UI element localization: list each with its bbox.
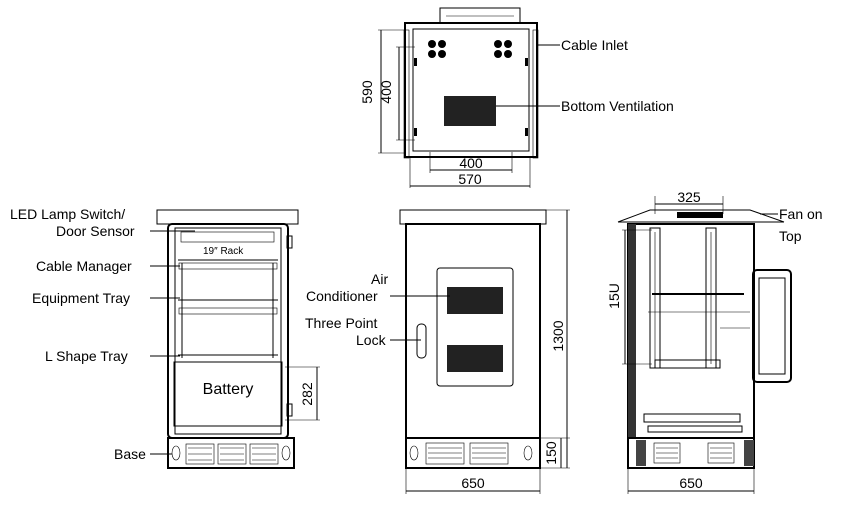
front-roof bbox=[156, 209, 299, 225]
side-width-dim: 650 bbox=[461, 475, 485, 491]
top-width-outer-dim: 570 bbox=[458, 171, 482, 187]
cable-manager-label: Cable Manager bbox=[36, 258, 132, 274]
side-view: 1300 150 650 Air Conditioner Three Point… bbox=[305, 209, 570, 494]
air-conditioner-grille-top bbox=[447, 287, 503, 314]
side-base-height-dim: 150 bbox=[543, 441, 559, 465]
front-view: 19″ Rack Battery 282 bbox=[10, 206, 320, 469]
bottom-ventilation-label: Bottom Ventilation bbox=[561, 98, 674, 114]
rear-width-dim: 650 bbox=[679, 475, 703, 491]
side-base-vents bbox=[409, 442, 533, 465]
door-sensor-label: Door Sensor bbox=[56, 223, 135, 239]
rack-units-dim: 15U bbox=[606, 283, 622, 309]
front-inner-frame bbox=[174, 227, 282, 435]
rack-label: 19″ Rack bbox=[203, 246, 244, 257]
bottom-ventilation-grid bbox=[444, 96, 496, 126]
rear-air-conditioner bbox=[752, 269, 792, 383]
top-depth-outer-dim: 590 bbox=[359, 80, 375, 104]
top-width-inner-dim: 400 bbox=[459, 155, 483, 171]
cable-inlet-label: Cable Inlet bbox=[561, 37, 628, 53]
battery-label: Battery bbox=[203, 381, 254, 398]
door-panel bbox=[436, 267, 514, 387]
top-view: 590 400 400 570 Cable Inlet Bottom Venti… bbox=[359, 7, 674, 188]
battery-height-dim: 282 bbox=[299, 382, 315, 406]
fan-width-dim: 325 bbox=[677, 189, 701, 205]
air-conditioner-grille-bottom bbox=[447, 345, 503, 372]
equipment-tray-label: Equipment Tray bbox=[32, 290, 130, 306]
rear-base-vents bbox=[653, 442, 735, 464]
battery-box bbox=[173, 361, 283, 427]
rear-roof bbox=[617, 209, 785, 223]
top-depth-inner-dim: 400 bbox=[378, 80, 394, 104]
air-conditioner-label-2: Conditioner bbox=[306, 288, 378, 304]
top-view-body bbox=[404, 22, 538, 158]
rear-left-wall bbox=[628, 224, 636, 438]
side-roof bbox=[399, 209, 547, 225]
fan-on-top-label-1: Fan on bbox=[779, 206, 823, 222]
l-shape-tray-label: L Shape Tray bbox=[45, 348, 128, 364]
top-view-rail-left bbox=[403, 29, 410, 159]
cable-inlet-holes bbox=[428, 40, 512, 58]
base-label: Base bbox=[114, 446, 146, 462]
fan-on-top-label-2: Top bbox=[779, 228, 802, 244]
three-point-lock-label-1: Three Point bbox=[305, 315, 377, 331]
top-view-inner bbox=[412, 28, 530, 152]
cable-manager bbox=[178, 262, 278, 270]
air-conditioner-label-1: Air bbox=[371, 271, 388, 287]
front-base bbox=[167, 437, 295, 469]
rear-body bbox=[627, 223, 755, 439]
rear-view: 325 15U 650 Fan on Top bbox=[606, 189, 823, 494]
three-point-lock-handle bbox=[416, 323, 427, 359]
rear-base bbox=[627, 437, 755, 469]
three-point-lock-label-2: Lock bbox=[356, 332, 387, 348]
top-view-housing bbox=[439, 7, 521, 23]
top-view-rail-right bbox=[532, 29, 539, 159]
led-lamp-switch-label: LED Lamp Switch/ bbox=[10, 206, 125, 222]
side-height-dim: 1300 bbox=[550, 320, 566, 351]
top-fan bbox=[677, 212, 723, 218]
front-base-vents bbox=[171, 443, 291, 465]
side-base bbox=[405, 437, 541, 469]
